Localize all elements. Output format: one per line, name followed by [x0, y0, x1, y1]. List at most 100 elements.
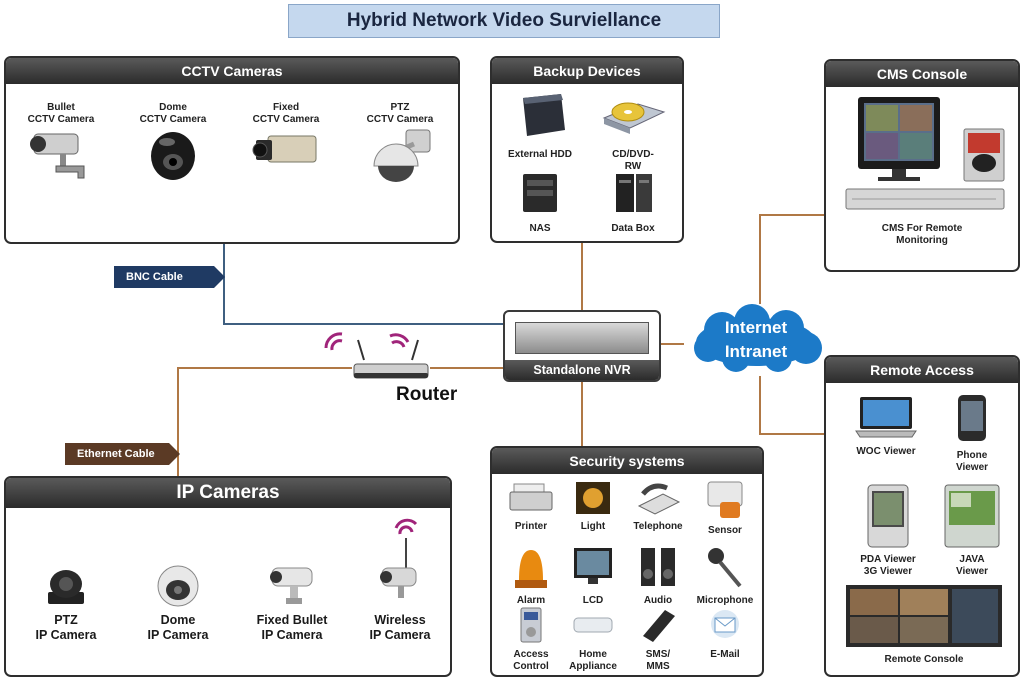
diagram-title: Hybrid Network Video Surviellance	[288, 4, 720, 38]
security-systems-panel: Security systems Printer Light Telephone…	[490, 446, 764, 677]
bullet-cctv-camera-label: Bullet CCTV Camera	[27, 102, 95, 125]
fixed-bullet-ip-camera-label: Fixed Bullet IP Camera	[256, 613, 328, 642]
external-hdd-icon	[523, 94, 565, 136]
java-phone-icon	[944, 484, 1000, 548]
bullet-cctv-camera: Bullet CCTV Camera	[18, 102, 104, 187]
cd-dvd-rw: CD/DVD- RW	[592, 90, 674, 173]
woc-viewer: WOC Viewer	[846, 393, 926, 458]
nas: NAS	[500, 170, 580, 235]
fixed-cctv-camera-label: Fixed CCTV Camera	[252, 102, 320, 125]
external-hdd: External HDD	[500, 90, 580, 161]
java-viewer: JAVA Viewer	[932, 483, 1012, 578]
wireless-ip-camera-icon	[380, 518, 418, 598]
cloud-line-internet: Internet	[724, 318, 788, 337]
sensor: Sensor	[694, 480, 756, 537]
microphone: Microphone	[690, 544, 760, 607]
fixed-cctv-camera: Fixed CCTV Camera	[238, 102, 334, 181]
microphone-icon	[708, 548, 742, 588]
internet-cloud-icon	[694, 304, 822, 372]
light-icon	[576, 482, 610, 514]
remote-console-label: Remote Console	[884, 654, 964, 665]
remote-access-heading: Remote Access	[826, 357, 1018, 383]
audio-label: Audio	[643, 595, 673, 606]
router-signal-icon	[324, 332, 419, 361]
printer-label: Printer	[514, 521, 548, 532]
standalone-nvr: Standalone NVR	[503, 310, 661, 382]
java-viewer-label: JAVA Viewer	[955, 554, 989, 577]
backup-devices-panel: Backup Devices External HDD CD/DVD- RW N…	[490, 56, 684, 243]
cms-workstation-icon	[845, 97, 1005, 210]
dome-ip-camera: Dome IP Camera	[130, 562, 226, 643]
cms-console-panel: CMS Console CMS For Remote Monitoring	[824, 59, 1020, 272]
lcd-label: LCD	[582, 595, 604, 606]
cctv-cameras-panel: CCTV Cameras Bullet CCTV Camera Dome CCT…	[4, 56, 460, 244]
ptz-ip-camera: PTZ IP Camera	[18, 562, 114, 643]
ip-cameras-heading: IP Cameras	[6, 478, 450, 508]
audio-icon	[641, 548, 675, 586]
wireless-ip-camera-label: Wireless IP Camera	[369, 613, 431, 642]
email-icon	[711, 610, 739, 638]
alarm-label: Alarm	[516, 595, 546, 606]
pda-viewer-label: PDA Viewer 3G Viewer	[860, 554, 916, 577]
phone-icon	[958, 395, 986, 441]
access-control-label: Access Control	[513, 649, 549, 672]
home-appliance-icon	[573, 617, 613, 633]
ptz-cctv-camera: PTZ CCTV Camera	[352, 102, 448, 193]
alarm: Alarm	[500, 544, 562, 607]
light-label: Light	[580, 521, 606, 532]
dome-camera-icon	[151, 132, 195, 180]
dome-ip-camera-label: Dome IP Camera	[147, 613, 209, 642]
bnc-cable-tag: BNC Cable	[114, 266, 225, 288]
home-appliance-label: Home Appliance	[569, 649, 617, 672]
alarm-icon	[515, 550, 547, 588]
pda-viewer: PDA Viewer 3G Viewer	[846, 483, 930, 578]
printer: Printer	[500, 480, 562, 533]
remote-link-wire	[759, 376, 824, 435]
security-systems-heading: Security systems	[492, 448, 762, 474]
data-box: Data Box	[592, 170, 674, 235]
lcd: LCD	[562, 544, 624, 607]
nas-icon	[523, 174, 557, 212]
access-control: Access Control	[500, 606, 562, 673]
ip-cameras-panel: IP Cameras PTZ IP Camera Dome IP Camera …	[4, 476, 452, 677]
nvr-label: Standalone NVR	[505, 360, 659, 380]
phone-viewer-label: Phone Viewer	[955, 450, 989, 473]
sms-mms: SMS/ MMS	[624, 606, 692, 673]
laptop-icon	[855, 397, 917, 438]
remote-console: Remote Console	[838, 583, 1010, 666]
sensor-label: Sensor	[708, 525, 742, 536]
microphone-label: Microphone	[696, 595, 754, 606]
ptz-ip-camera-label: PTZ IP Camera	[35, 613, 97, 642]
telephone-label: Telephone	[633, 521, 683, 532]
dome-cctv-camera: Dome CCTV Camera	[128, 102, 218, 191]
fixed-camera-icon	[252, 135, 317, 163]
sms-mms-label: SMS/ MMS	[645, 649, 671, 672]
lcd-icon	[574, 548, 612, 584]
dome-ip-camera-icon	[157, 565, 199, 607]
cctv-cameras-heading: CCTV Cameras	[6, 58, 458, 84]
sensor-icon	[707, 481, 743, 518]
ptz-cctv-camera-label: PTZ CCTV Camera	[366, 102, 434, 125]
home-appliance: Home Appliance	[562, 606, 624, 673]
cd-dvd-icon	[602, 102, 666, 134]
data-box-icon	[616, 174, 652, 212]
remote-console-icon	[846, 585, 1002, 647]
dome-cctv-camera-label: Dome CCTV Camera	[139, 102, 207, 125]
router-label: Router	[396, 384, 458, 405]
nvr-device-icon	[515, 322, 649, 354]
e-mail-label: E-Mail	[710, 649, 740, 660]
cms-link-wire	[759, 214, 824, 304]
fixed-bullet-ip-camera-icon	[270, 567, 313, 604]
telephone: Telephone	[624, 480, 692, 533]
pda-icon	[867, 484, 909, 548]
audio: Audio	[624, 544, 692, 607]
e-mail: E-Mail	[692, 606, 758, 661]
telephone-icon	[637, 483, 681, 515]
fixed-bullet-ip-camera: Fixed Bullet IP Camera	[242, 562, 342, 643]
woc-viewer-label: WOC Viewer	[856, 446, 916, 457]
access-control-icon	[520, 607, 542, 643]
external-hdd-label: External HDD	[508, 149, 572, 160]
data-box-label: Data Box	[611, 223, 655, 234]
ethernet-cable-tag: Ethernet Cable	[65, 443, 180, 465]
bnc-cable-wire	[223, 244, 503, 325]
